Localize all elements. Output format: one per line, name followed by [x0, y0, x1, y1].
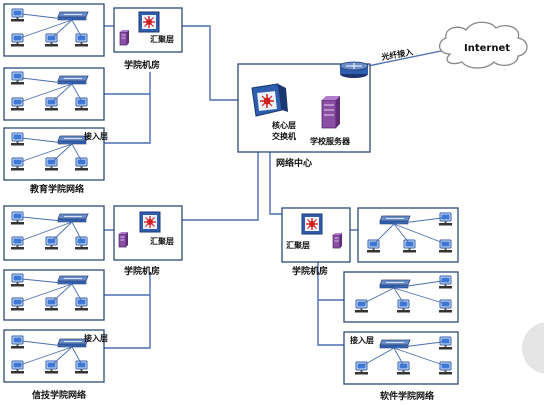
pc-icon: [438, 275, 453, 289]
info-lan-2: [3, 269, 105, 321]
pc-icon: [74, 297, 89, 311]
pc-icon: [396, 299, 411, 313]
soft-lan-3: 接入层: [343, 331, 459, 385]
core-switch-label-1: 核心层: [272, 120, 296, 130]
pc-icon: [10, 236, 25, 250]
decorative-circle: [522, 322, 544, 374]
soft-room-label: 学院机房: [292, 265, 328, 277]
link-top-agg-core: [182, 25, 238, 101]
edu-lan-3: 接入层: [3, 127, 108, 181]
info-access-label: 接入层: [84, 333, 108, 343]
edu-lan-2: [3, 67, 105, 121]
pc-icon: [74, 236, 89, 250]
link-top-lan3: [104, 94, 151, 144]
info-agg-label: 汇聚层: [150, 236, 174, 246]
info-network-label: 信技学院网络: [32, 389, 86, 401]
core-switch-icon: [251, 83, 288, 117]
soft-lan-1: [357, 207, 459, 263]
info-agg-room: 汇聚层 学院机房: [113, 205, 183, 277]
pc-icon: [10, 33, 25, 47]
internet-label: Internet: [464, 43, 510, 54]
pc-icon: [438, 212, 453, 226]
pc-icon: [44, 236, 59, 250]
workgroup-switch-icon: [379, 279, 411, 289]
pc-icon: [44, 297, 59, 311]
school-server-label: 学校服务器: [310, 136, 351, 146]
info-lan-3: 接入层: [3, 329, 108, 383]
pc-icon: [44, 157, 59, 171]
edu-agg-label: 汇聚层: [150, 34, 174, 44]
pc-icon: [10, 273, 25, 287]
soft-network-label: 软件学院网络: [380, 390, 434, 402]
pc-icon: [10, 211, 25, 225]
internet-cloud-icon: [439, 21, 528, 69]
link-mid-lan3: [104, 295, 151, 349]
pc-icon: [10, 335, 25, 349]
pc-icon: [44, 97, 59, 111]
pc-icon: [438, 336, 453, 350]
pc-icon: [74, 33, 89, 47]
link-mid-agg-core: [182, 122, 259, 221]
pc-icon: [10, 8, 25, 22]
soft-agg-room: 汇聚层 学院机房: [281, 207, 351, 277]
server-icon: [119, 29, 130, 46]
pc-icon: [10, 360, 25, 374]
network-center-label: 网络中心: [276, 157, 312, 169]
aggregation-switch-icon: [138, 11, 160, 33]
pc-icon: [10, 297, 25, 311]
pc-icon: [438, 299, 453, 313]
server-icon: [332, 232, 343, 249]
pc-icon: [10, 97, 25, 111]
pc-icon: [402, 239, 417, 253]
link-right-lan3: [317, 300, 344, 346]
pc-icon: [44, 33, 59, 47]
link-router-internet: [367, 49, 447, 67]
info-room-label: 学院机房: [124, 265, 160, 277]
link-core-right-agg: [269, 122, 282, 215]
core-switch-label-2: 交换机: [272, 131, 296, 141]
edu-network-label: 教育学院网络: [29, 183, 84, 195]
pc-icon: [74, 157, 89, 171]
edu-access-label: 接入层: [84, 131, 108, 141]
edu-agg-room: 汇聚层 学院机房: [113, 7, 183, 71]
pc-icon: [74, 97, 89, 111]
aggregation-switch-icon: [301, 213, 323, 235]
pc-icon: [366, 239, 381, 253]
soft-lan-2: [343, 271, 459, 323]
school-server-icon: [321, 96, 340, 129]
edu-lan-1: [3, 3, 105, 57]
pc-icon: [44, 360, 59, 374]
pc-icon: [396, 361, 411, 375]
server-icon: [118, 231, 129, 248]
edu-room-label: 学院机房: [124, 59, 160, 71]
pc-icon: [10, 132, 25, 146]
link-top-lan2: [104, 72, 151, 95]
aggregation-switch-icon: [139, 211, 161, 233]
network-center: 核心层 交换机 学校服务器 网络中心: [237, 63, 371, 169]
soft-agg-label: 汇聚层: [286, 240, 310, 250]
info-lan-1: [3, 205, 105, 261]
pc-icon: [74, 360, 89, 374]
pc-icon: [10, 157, 25, 171]
soft-access-label: 接入层: [350, 335, 374, 345]
router-icon: [339, 61, 369, 78]
